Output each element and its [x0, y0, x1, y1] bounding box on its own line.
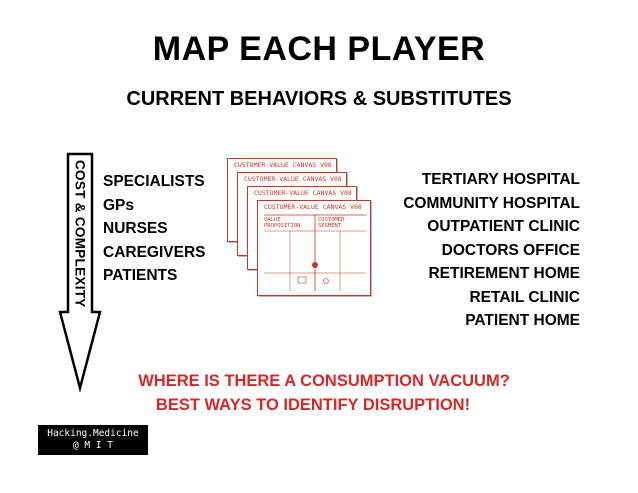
- value-proposition-label: VALUE PROPOSITION: [264, 217, 301, 229]
- slide-subtitle: CURRENT BEHAVIORS & SUBSTITUTES: [126, 88, 512, 110]
- player-item: NURSES: [103, 220, 168, 237]
- logo-line-2: @ M I T: [72, 440, 114, 451]
- canvas-sketch-icon: [264, 214, 366, 291]
- canvas-sheet-front: CUSTOMER-VALUE CANVAS V08 VALUE PROPOSIT…: [257, 200, 371, 296]
- player-item: GPs: [103, 196, 135, 214]
- setting-item: OUTPATIENT CLINIC: [427, 218, 580, 235]
- value-canvas-illustration: CUSTOMER-VALUE CANVAS V08 CUSTOMER-VALUE…: [225, 158, 373, 298]
- player-item: PATIENTS: [103, 267, 178, 284]
- player-item: SPECIALISTS: [103, 173, 205, 190]
- question-consumption-vacuum: WHERE IS THERE A CONSUMPTION VACUUM?: [138, 372, 510, 390]
- customer-segment-label: CUSTOMER SEGMENT: [318, 217, 345, 229]
- canvas-sheet-title: CUSTOMER-VALUE CANVAS V08: [264, 203, 362, 211]
- logo-line-1: Hacking.Medicine: [47, 428, 139, 439]
- setting-item: DOCTORS OFFICE: [441, 241, 580, 259]
- setting-item: PATIENT HOME: [465, 312, 580, 329]
- hacking-medicine-logo: Hacking.Medicine @ M I T: [38, 425, 148, 455]
- cost-complexity-label: COST & COMPLEXITY: [72, 160, 88, 308]
- setting-item: COMMUNITY HOSPITAL: [403, 194, 580, 212]
- setting-item: RETIREMENT HOME: [428, 265, 580, 282]
- player-item: CAREGIVERS: [103, 243, 206, 261]
- canvas-sheet-title: CUSTOMER-VALUE CANVAS V08: [234, 161, 332, 169]
- down-arrow-icon: [58, 152, 102, 392]
- players-list: SPECIALISTS GPs NURSES CAREGIVERS PATIEN…: [103, 170, 206, 288]
- question-identify-disruption: BEST WAYS TO IDENTIFY DISRUPTION!: [155, 396, 471, 414]
- setting-item: RETAIL CLINIC: [469, 288, 580, 306]
- setting-item: TERTIARY HOSPITAL: [421, 171, 580, 188]
- slide-title: MAP EACH PLAYER: [152, 30, 486, 68]
- canvas-sheet-title: CUSTOMER-VALUE CANVAS V08: [254, 189, 352, 197]
- care-settings-list: TERTIARY HOSPITAL COMMUNITY HOSPITAL OUT…: [403, 168, 580, 333]
- canvas-sheet-title: CUSTOMER-VALUE CANVAS V08: [244, 175, 342, 183]
